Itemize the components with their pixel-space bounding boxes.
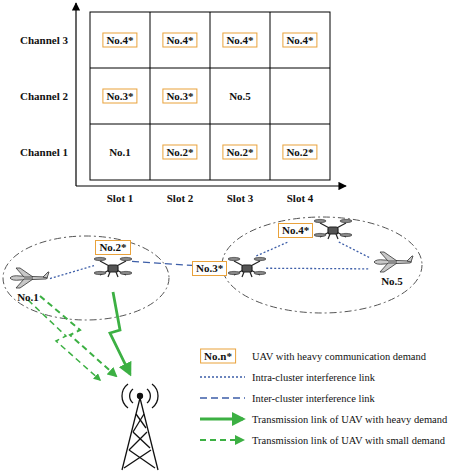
- transmission-link-small: [40, 296, 116, 376]
- quadcopter-icon: [314, 218, 352, 242]
- legend-sample-small: [200, 439, 243, 441]
- uav-label: No.5: [381, 275, 403, 288]
- intra-cluster-link: [339, 242, 370, 258]
- fixed-wing-uav-icon: [6, 266, 50, 290]
- y-axis: [75, 3, 76, 186]
- cell-uav-label: No.1: [109, 146, 131, 159]
- legend-text: Inter-cluster interference link: [252, 392, 375, 405]
- uav-node: No.1: [6, 266, 50, 304]
- quadcopter-icon: [94, 256, 132, 280]
- base-station-tower: [122, 384, 158, 470]
- uav-node: No.5: [370, 250, 414, 288]
- fixed-wing-uav-icon: [370, 250, 414, 274]
- intra-cluster-link: [256, 242, 288, 256]
- slot-grid: [90, 12, 330, 180]
- uav-node: No.2*: [94, 240, 132, 280]
- uav-node: No.4*: [278, 218, 352, 242]
- cell-uav-label: No.3*: [102, 89, 137, 104]
- legend-text: UAV with heavy communication demand: [252, 350, 426, 363]
- cluster-ellipse: [222, 217, 422, 313]
- channel-label: Channel 3: [20, 34, 68, 47]
- cell-uav-label: No.2*: [222, 145, 257, 160]
- slot-label: Slot 2: [167, 192, 194, 205]
- intra-cluster-link: [50, 266, 94, 279]
- slot-label: Slot 1: [107, 192, 134, 205]
- legend-text: Transmission link of UAV with small dema…: [252, 434, 445, 447]
- legend-text: Transmission link of UAV with heavy dema…: [252, 413, 447, 426]
- uav-label: No.4*: [278, 223, 313, 238]
- cell-uav-label: No.4*: [222, 33, 257, 48]
- intra-cluster-link: [266, 268, 370, 270]
- quadcopter-icon: [228, 256, 266, 280]
- uav-label: No.1: [17, 291, 39, 304]
- cell-uav-label: No.2*: [282, 145, 317, 160]
- legend-text: Intra-cluster interference link: [252, 371, 375, 384]
- cluster-ellipse: [3, 236, 169, 320]
- cell-uav-label: No.2*: [162, 145, 197, 160]
- cell-uav-label: No.5: [229, 90, 251, 103]
- channel-label: Channel 1: [20, 146, 68, 159]
- slot-label: Slot 3: [227, 192, 254, 205]
- legend-sample-inter: [200, 397, 245, 398]
- x-axis: [76, 185, 346, 186]
- inter-cluster-link: [132, 261, 192, 265]
- transmission-link-heavy: [110, 292, 130, 374]
- cell-uav-label: No.4*: [102, 33, 137, 48]
- uav-label: No.2*: [95, 240, 130, 255]
- cell-uav-label: No.3*: [162, 89, 197, 104]
- uav-node: No.3*: [192, 256, 266, 280]
- uav-label: No.3*: [192, 261, 227, 276]
- legend-sample-intra: [200, 376, 245, 377]
- cell-uav-label: No.4*: [282, 33, 317, 48]
- cell-uav-label: No.4*: [162, 33, 197, 48]
- slot-label: Slot 4: [287, 192, 314, 205]
- channel-label: Channel 2: [20, 90, 68, 103]
- legend-sample-box: No.n*: [200, 349, 236, 364]
- legend-sample-heavy: [200, 418, 243, 421]
- transmission-link-small: [28, 300, 100, 380]
